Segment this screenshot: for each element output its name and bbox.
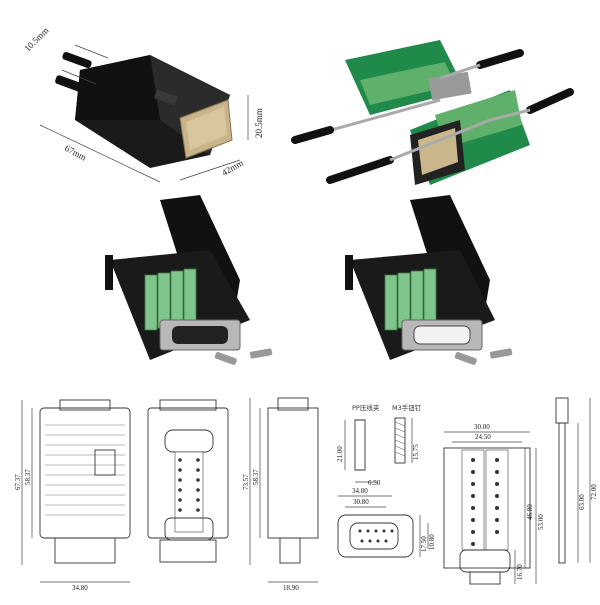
front-view-drawing	[21, 399, 131, 583]
board-h-a: 46.80	[526, 504, 534, 520]
clip-height: 21.00	[336, 446, 344, 462]
hood-dimension-photo: 10.5mm 67mm 20.5mm 42mm	[0, 0, 300, 200]
board-w-inner: 24.50	[475, 433, 491, 441]
clip-width: 6.50	[368, 479, 381, 487]
female-connector-photo	[330, 190, 530, 380]
front-width: 34.80	[72, 584, 88, 592]
long-screw-h-a: 63.00	[578, 494, 586, 510]
board-w-outer: 30.00	[474, 423, 490, 431]
side-height-outer: 73.57	[242, 474, 250, 490]
side-view-drawing	[249, 397, 319, 583]
side-width: 18.90	[283, 584, 299, 592]
dim-20-5: 20.5mm	[254, 108, 264, 138]
clip-label: PP压线夹	[352, 403, 380, 412]
technical-drawings: 67.37 58.37 34.80	[0, 390, 600, 600]
long-screw-h-b: 72.00	[590, 484, 598, 500]
terminal-board-photo	[290, 20, 600, 200]
board-h-c: 16.70	[516, 564, 524, 580]
screw-length: 15.75	[412, 444, 420, 460]
cutout-w-outer: 34.80	[352, 487, 368, 495]
screw-label: M3手钮钉	[392, 403, 422, 412]
front-height-inner: 58.37	[24, 469, 32, 485]
panel-cutout-drawing	[337, 495, 429, 558]
screw-drawing	[394, 417, 413, 464]
male-connector-photo	[90, 190, 290, 380]
long-screw-drawing	[555, 397, 591, 564]
terminal-board-drawing	[443, 431, 537, 585]
clip-drawing	[344, 419, 378, 483]
board-h-b: 53.00	[537, 514, 545, 530]
dim-10-5: 10.5mm	[22, 25, 50, 53]
front-height-outer: 67.37	[14, 474, 22, 490]
side-height-inner: 58.37	[252, 469, 260, 485]
cutout-h-inner: 10.80	[428, 534, 436, 550]
cutout-w-inner: 30.80	[353, 498, 369, 506]
back-view-drawing	[147, 399, 229, 563]
dim-42: 42mm	[220, 158, 245, 178]
cutout-h-outer: 17.50	[420, 536, 428, 552]
